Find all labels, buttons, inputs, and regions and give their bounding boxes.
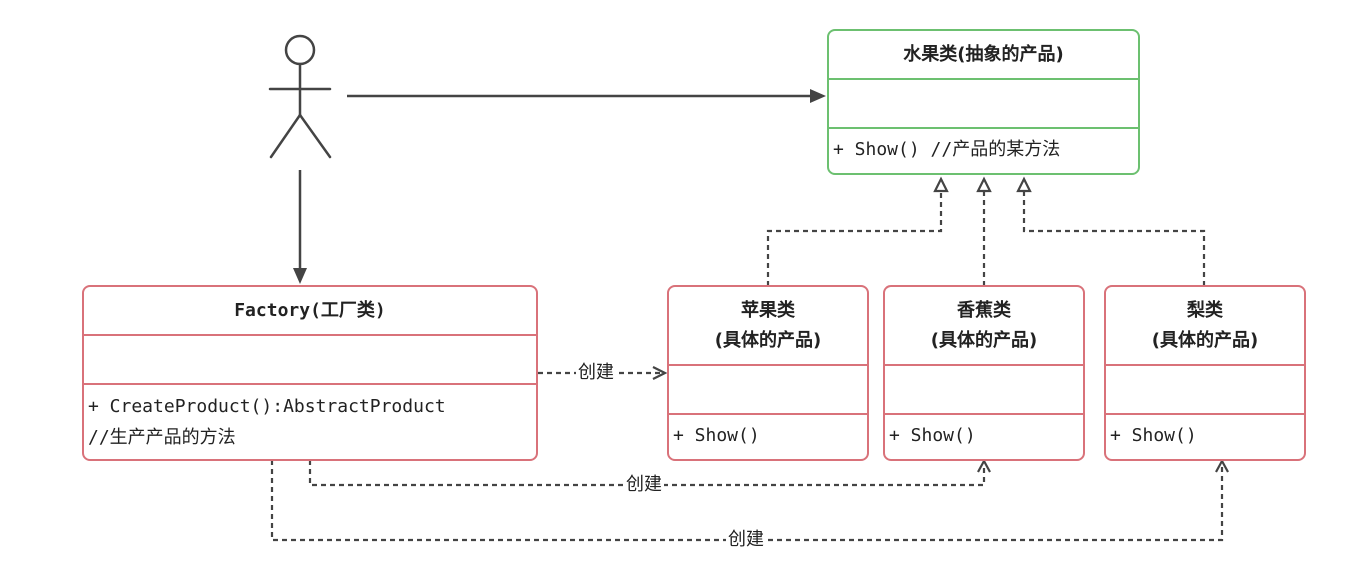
class-attributes xyxy=(669,364,867,413)
class-title-text: Factory(工厂类) xyxy=(234,299,386,321)
class-methods: + CreateProduct():AbstractProduct //生产产品… xyxy=(84,383,536,453)
create-label-pear: 创建 xyxy=(726,529,766,551)
class-title: Factory(工厂类) xyxy=(84,287,536,334)
class-fruit-abstract[interactable]: 水果类(抽象的产品) + Show() //产品的某方法 xyxy=(827,29,1140,175)
method-comment: //生产产品的方法 xyxy=(88,427,236,448)
class-banana[interactable]: 香蕉类 (具体的产品) + Show() xyxy=(883,285,1085,461)
class-title-line2: (具体的产品) xyxy=(714,329,822,351)
class-title-line1: 梨类 xyxy=(1187,299,1223,321)
class-methods: + Show() //产品的某方法 xyxy=(829,127,1138,163)
realization-arrowheads xyxy=(933,176,1032,193)
association-actor-to-factory xyxy=(293,170,307,284)
class-methods: + Show() xyxy=(1106,413,1304,449)
dependency-factory-to-apple xyxy=(538,366,668,380)
method-text: + Show() xyxy=(1110,425,1197,446)
class-attributes xyxy=(1106,364,1304,413)
class-attributes xyxy=(885,364,1083,413)
class-title: 水果类(抽象的产品) xyxy=(829,31,1138,78)
class-attributes xyxy=(84,334,536,383)
realization-edges xyxy=(766,192,1206,286)
method-text: + Show() xyxy=(889,425,976,446)
method-text: + Show() xyxy=(673,425,760,446)
create-label-apple: 创建 xyxy=(576,362,616,384)
method-text: + Show() //产品的某方法 xyxy=(833,139,1061,160)
class-title: 苹果类 (具体的产品) xyxy=(669,287,867,364)
method-signature: + CreateProduct():AbstractProduct xyxy=(88,396,446,417)
create-label-banana: 创建 xyxy=(624,474,664,496)
class-attributes xyxy=(829,78,1138,127)
class-title: 梨类 (具体的产品) xyxy=(1106,287,1304,364)
class-title-line2: (具体的产品) xyxy=(1151,329,1259,351)
class-factory[interactable]: Factory(工厂类) + CreateProduct():AbstractP… xyxy=(82,285,538,461)
class-title-line1: 苹果类 xyxy=(741,299,795,321)
class-title-line2: (具体的产品) xyxy=(930,329,1038,351)
dependency-factory-to-pear xyxy=(270,458,1229,542)
class-title: 香蕉类 (具体的产品) xyxy=(885,287,1083,364)
class-title-text: 水果类(抽象的产品) xyxy=(903,43,1064,65)
association-actor-to-fruit xyxy=(347,89,826,103)
class-title-line1: 香蕉类 xyxy=(957,299,1011,321)
class-pear[interactable]: 梨类 (具体的产品) + Show() xyxy=(1104,285,1306,461)
class-methods: + Show() xyxy=(669,413,867,449)
actor-stick-figure xyxy=(268,34,332,159)
class-methods: + Show() xyxy=(885,413,1083,449)
class-apple[interactable]: 苹果类 (具体的产品) + Show() xyxy=(667,285,869,461)
